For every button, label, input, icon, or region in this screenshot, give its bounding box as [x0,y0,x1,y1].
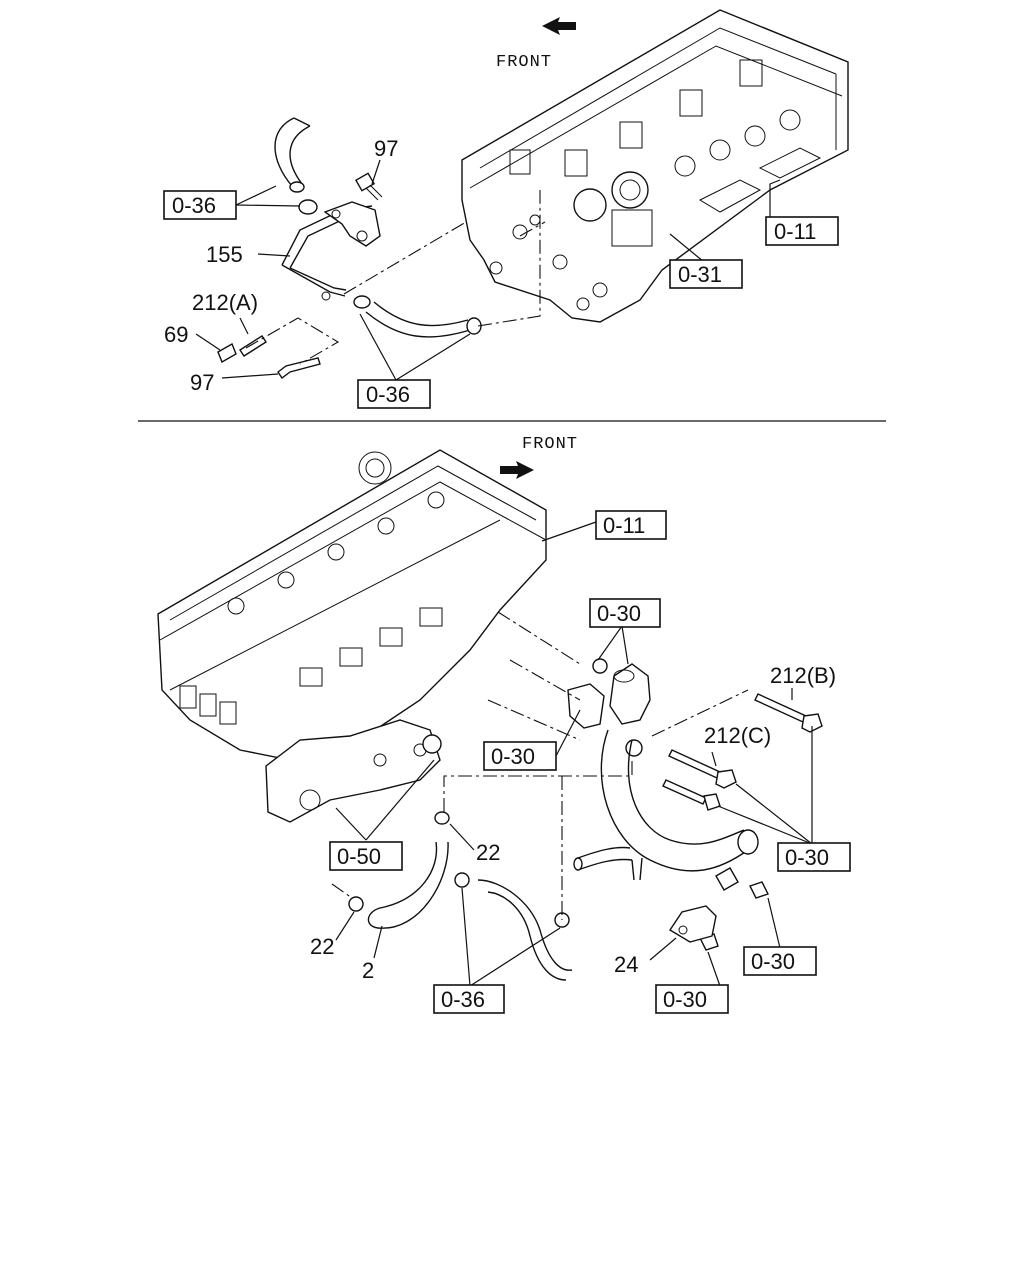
front-arrow-icon-top [542,17,576,35]
part-97-top: 97 [374,136,398,161]
ref-0-31-top: 0-31 [678,262,722,287]
cylinder-head-bottom [157,449,547,823]
ref-0-36-bottom: 0-36 [441,987,485,1012]
part-97-bottom: 97 [190,370,214,395]
thermostat-housing [567,658,651,757]
part-22-lower: 22 [310,934,334,959]
dash-line-top-1 [343,221,467,295]
part-22-upper: 22 [476,840,500,865]
pipe-155 [281,201,381,301]
ref-0-30-fasteners: 0-30 [785,845,829,870]
front-arrow-icon-bottom [500,461,534,479]
top-diagram: FRONT [163,9,849,409]
front-label-bottom: FRONT [522,435,578,454]
fasteners-right [662,693,823,951]
ref-0-30-bracket: 0-30 [663,987,707,1012]
ref-0-11-bottom: 0-11 [603,513,645,538]
ref-0-50: 0-50 [337,844,381,869]
front-label-top: FRONT [496,53,552,72]
cylinder-head-top [461,9,849,323]
hoses-bottom [348,811,573,981]
bolt-97-top [354,172,383,201]
part-155: 155 [206,242,243,267]
dash-line-top-4 [519,221,546,237]
fasteners-lower-top [217,335,321,380]
part-212-b: 212(B) [770,663,836,688]
part-212-c: 212(C) [704,723,771,748]
bottom-diagram: FRONT [157,435,851,1014]
part-2: 2 [362,958,374,983]
ref-0-36-top-bottom: 0-36 [366,382,410,407]
ref-0-30-bolt-right: 0-30 [751,949,795,974]
ref-0-11-top: 0-11 [774,219,816,244]
hose-top-left [274,117,318,215]
ref-0-30-thermostat: 0-30 [597,601,641,626]
hose-top-lower [353,295,482,338]
part-212-a: 212(A) [192,290,258,315]
water-pipe [573,729,759,891]
dash-line-top-2 [245,317,340,365]
part-69: 69 [164,322,188,347]
ref-0-30-gasket: 0-30 [491,744,535,769]
part-24: 24 [614,952,638,977]
ref-0-36-top-left: 0-36 [172,193,216,218]
dash-line-top-3 [477,190,541,327]
